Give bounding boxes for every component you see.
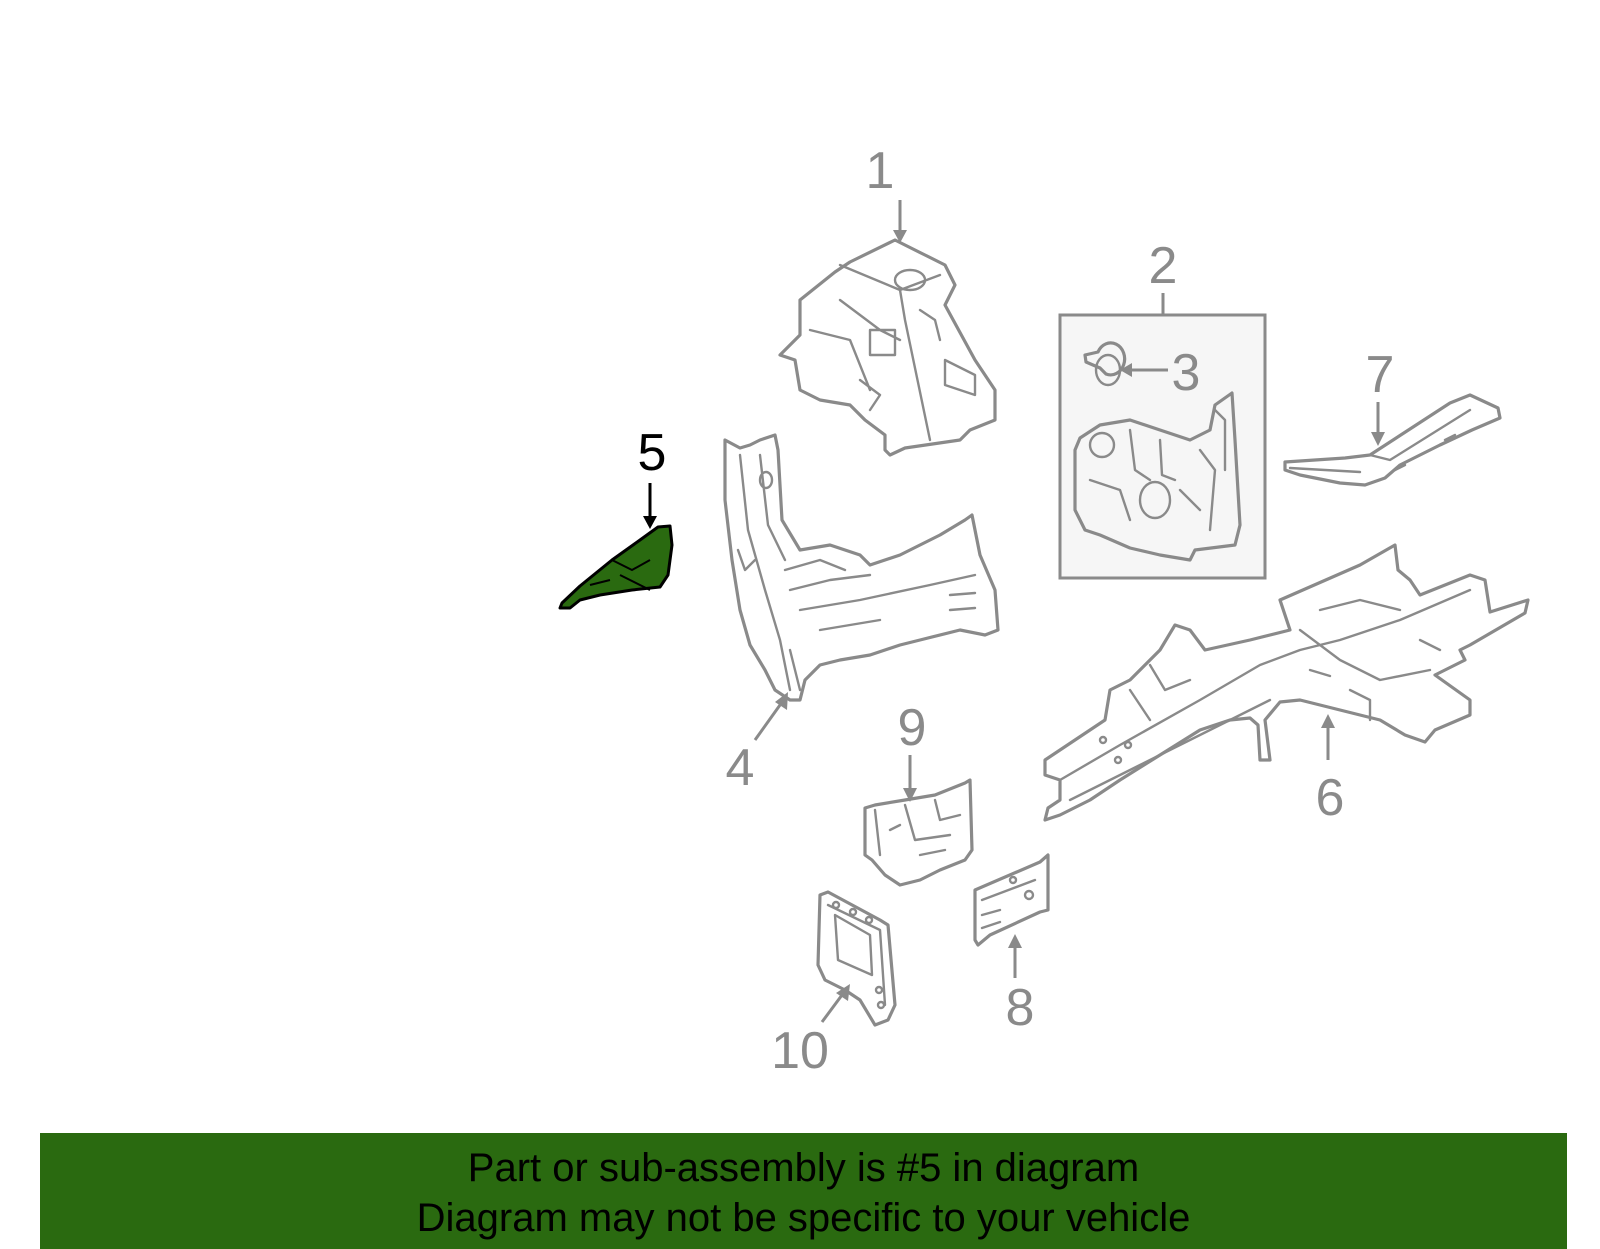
part-8[interactable] bbox=[973, 853, 1050, 947]
leader-10 bbox=[820, 994, 844, 1023]
arrowhead-9 bbox=[903, 788, 917, 802]
callout-8-label: 8 bbox=[1006, 979, 1035, 1037]
callout-6[interactable]: 6 bbox=[1316, 714, 1345, 827]
arrowhead-7 bbox=[1371, 432, 1385, 446]
arrowhead-3 bbox=[1120, 363, 1132, 377]
part-5[interactable] bbox=[558, 524, 674, 610]
banner-line-2: Diagram may not be specific to your vehi… bbox=[416, 1196, 1191, 1240]
callout-2-label: 2 bbox=[1149, 237, 1178, 295]
arrowhead-5 bbox=[643, 516, 657, 529]
callout-7-label: 7 bbox=[1366, 346, 1395, 404]
arrowhead-10 bbox=[836, 984, 850, 1001]
callout-6-label: 6 bbox=[1316, 769, 1345, 827]
info-banner: Part or sub-assembly is #5 in diagram Di… bbox=[40, 1133, 1567, 1249]
callout-4-label: 4 bbox=[726, 739, 755, 797]
callout-10-label: 10 bbox=[771, 1022, 829, 1080]
callout-7[interactable]: 7 bbox=[1366, 346, 1395, 446]
part-1[interactable] bbox=[778, 238, 997, 457]
part-10[interactable] bbox=[816, 890, 897, 1027]
callout-5-label: 5 bbox=[638, 424, 667, 482]
callout-1[interactable]: 1 bbox=[866, 142, 907, 243]
banner-line-1: Part or sub-assembly is #5 in diagram bbox=[467, 1146, 1140, 1190]
leader-4 bbox=[753, 704, 782, 741]
callout-5[interactable]: 5 bbox=[638, 424, 667, 529]
group-box-2 bbox=[1058, 313, 1267, 580]
part-6[interactable] bbox=[1043, 543, 1530, 822]
part-2[interactable] bbox=[1073, 391, 1242, 562]
arrowhead-1 bbox=[893, 230, 907, 243]
arrowhead-4 bbox=[775, 692, 788, 710]
part-9[interactable] bbox=[863, 778, 974, 887]
part-7[interactable] bbox=[1283, 393, 1502, 487]
callout-10[interactable]: 10 bbox=[771, 984, 850, 1080]
callout-9[interactable]: 9 bbox=[898, 699, 927, 802]
callout-4[interactable]: 4 bbox=[726, 692, 788, 797]
callout-8[interactable]: 8 bbox=[1006, 934, 1035, 1037]
callout-2[interactable]: 2 bbox=[1149, 237, 1178, 315]
callout-3[interactable]: 3 bbox=[1120, 344, 1200, 402]
callout-1-label: 1 bbox=[866, 142, 895, 200]
arrowhead-6 bbox=[1321, 714, 1335, 728]
callout-3-label: 3 bbox=[1172, 344, 1201, 402]
callout-9-label: 9 bbox=[898, 699, 927, 757]
arrowhead-8 bbox=[1008, 934, 1022, 948]
part-4[interactable] bbox=[723, 433, 1000, 702]
